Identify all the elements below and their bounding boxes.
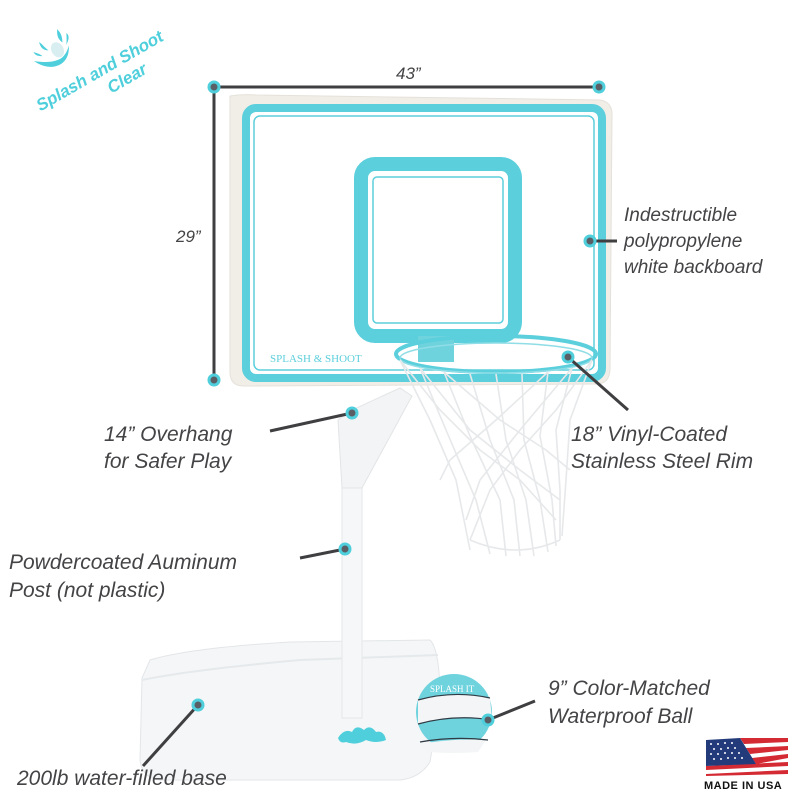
width-dimension-label: 43” [396, 64, 421, 83]
backboard-logo: SPLASH & SHOOT [270, 353, 362, 365]
dot-post [338, 542, 352, 556]
dot-rim [561, 350, 575, 364]
ball-logo: SPLASH IT [430, 684, 475, 694]
water-filled-base [139, 639, 441, 781]
us-flag-icon [706, 738, 788, 776]
dot-dim-bottom-left [207, 373, 221, 387]
dot-backboard [583, 234, 597, 248]
basketball: SPLASH IT [416, 674, 493, 753]
callout-ball: 9” Color-Matched Waterproof Ball [548, 677, 710, 728]
callout-dots [191, 80, 606, 727]
dot-overhang [345, 406, 359, 420]
base-logo-icon [338, 727, 386, 744]
brand-logo: Splash and Shoot Clear [0, 0, 210, 161]
made-in-usa-badge: MADE IN USA [704, 780, 783, 792]
callout-overhang: 14” Overhang for Safer Play [104, 423, 233, 473]
water-splash-icon [33, 29, 69, 67]
rim-and-net [394, 334, 598, 557]
callout-base: 200lb water-filled base [17, 767, 227, 790]
dot-ball [481, 713, 495, 727]
dot-dim-top-left [207, 80, 221, 94]
callout-backboard: Indestructible polypropylene white backb… [624, 205, 763, 278]
dimension-lines [212, 85, 599, 380]
callout-rim: 18” Vinyl-Coated Stainless Steel Rim [571, 423, 754, 473]
callout-post: Powdercoated Auminum Post (not plastic) [9, 551, 238, 602]
dot-dim-top-right [592, 80, 606, 94]
height-dimension-label: 29” [176, 227, 201, 246]
dot-base [191, 698, 205, 712]
